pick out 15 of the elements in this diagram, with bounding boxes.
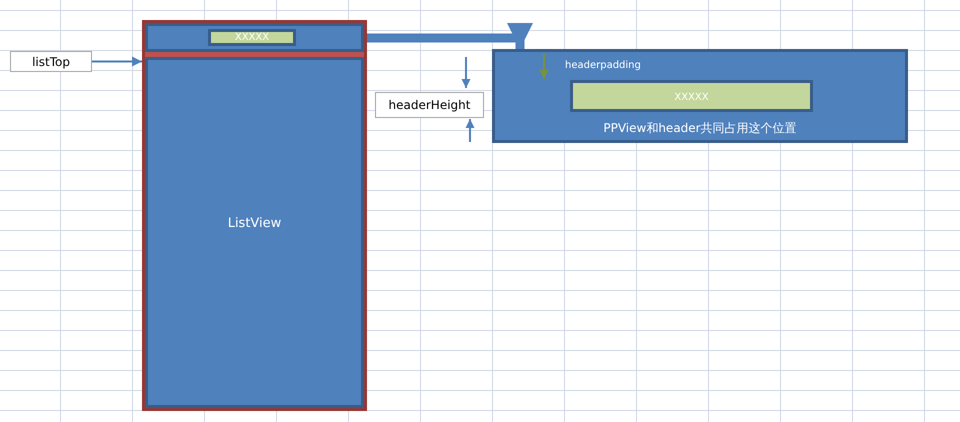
header-bar — [145, 23, 364, 52]
header-area-panel — [492, 49, 908, 143]
label-text: XXXXX — [673, 91, 710, 105]
header-field — [208, 29, 296, 46]
list-top-label — [10, 51, 92, 72]
label-text: ListView — [226, 217, 282, 231]
label-text: listTop — [31, 55, 71, 69]
label-text: PPView和header共同占用这个位置 — [602, 121, 798, 135]
arrow — [92, 56, 142, 66]
label-text: headerHeight — [388, 98, 472, 112]
label-text: XXXXX — [234, 32, 270, 43]
header-field — [570, 80, 813, 112]
block-arrow — [367, 23, 533, 49]
header-height-label — [375, 92, 484, 118]
heading-text: headerpadding — [565, 59, 641, 73]
